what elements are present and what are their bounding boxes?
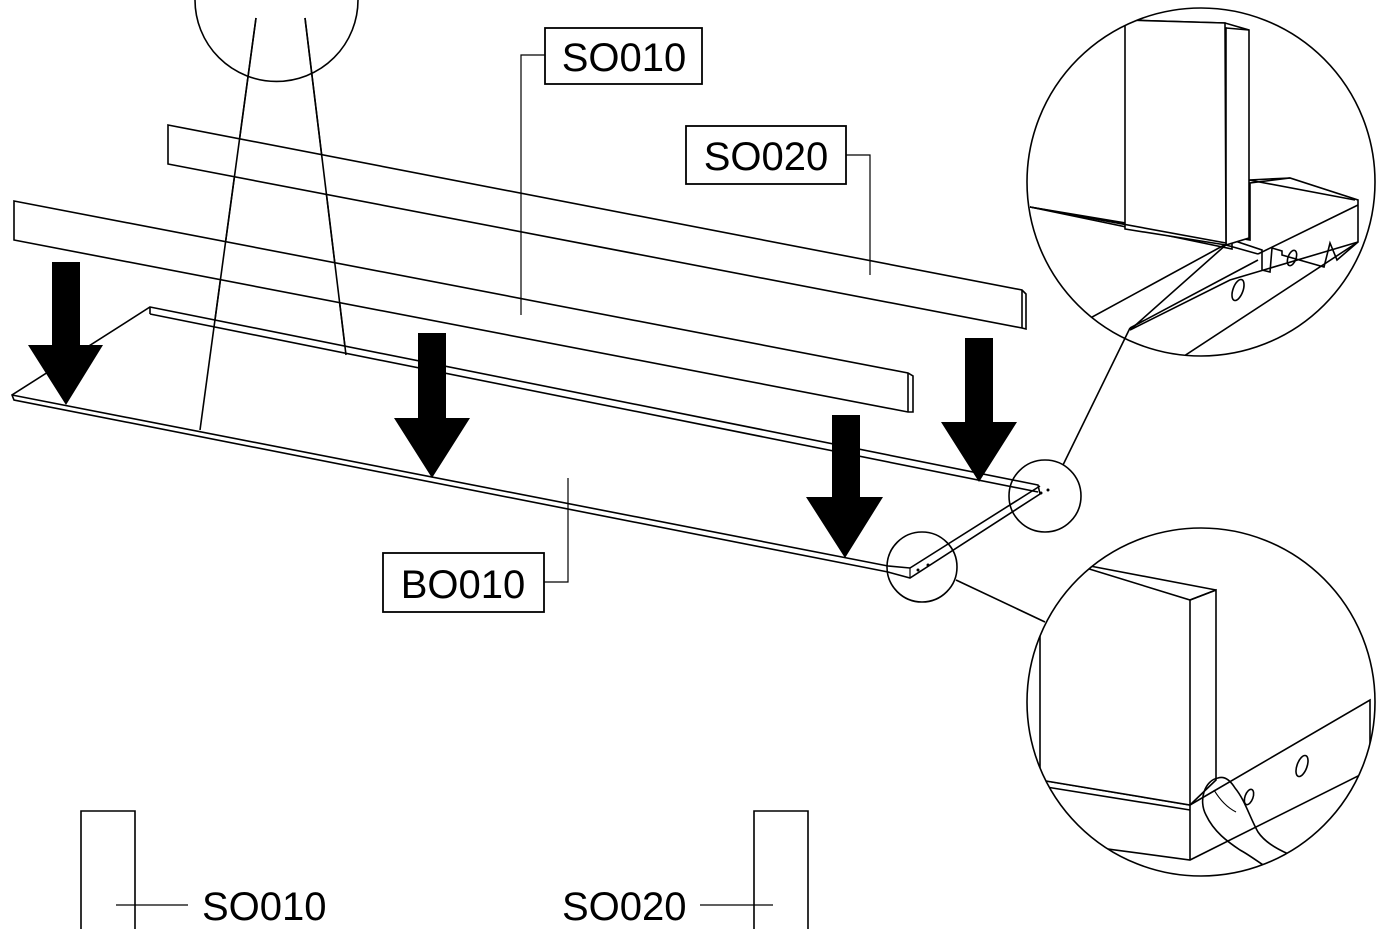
magnified-detail-rear: [1026, 7, 1376, 357]
label-box-bo010: [382, 552, 545, 613]
callout-line: [304, 17, 347, 356]
label-so010-bottom: SO010: [202, 885, 327, 929]
label-so020-bottom: SO020: [562, 885, 687, 929]
callout-line: [199, 17, 257, 431]
detail-marker-rear: [1008, 459, 1082, 533]
down-arrow-icon: [28, 262, 103, 405]
leader-so020: [846, 154, 871, 275]
label-bo010: BO010: [401, 563, 526, 607]
down-arrow-icon: [806, 415, 883, 558]
down-arrow-icon: [394, 333, 470, 478]
profile-so020: [700, 810, 809, 929]
leader-bo010: [544, 478, 569, 583]
strip-so020: [167, 124, 1027, 331]
detail-connector: [955, 579, 1046, 623]
base-panel-bo010: [11, 306, 1050, 579]
label-box-so010: [544, 27, 703, 85]
profile-so010: [80, 810, 188, 929]
detail-connector: [1062, 327, 1131, 466]
label-so010: SO010: [562, 36, 687, 80]
label-box-so020: [685, 125, 847, 185]
label-so020: SO020: [704, 135, 829, 179]
detail-marker-front: [886, 531, 958, 603]
down-arrow-icon: [941, 338, 1017, 482]
strip-so010: [13, 200, 914, 413]
magnified-detail-front: [1026, 527, 1376, 877]
leader-so010: [520, 54, 545, 315]
